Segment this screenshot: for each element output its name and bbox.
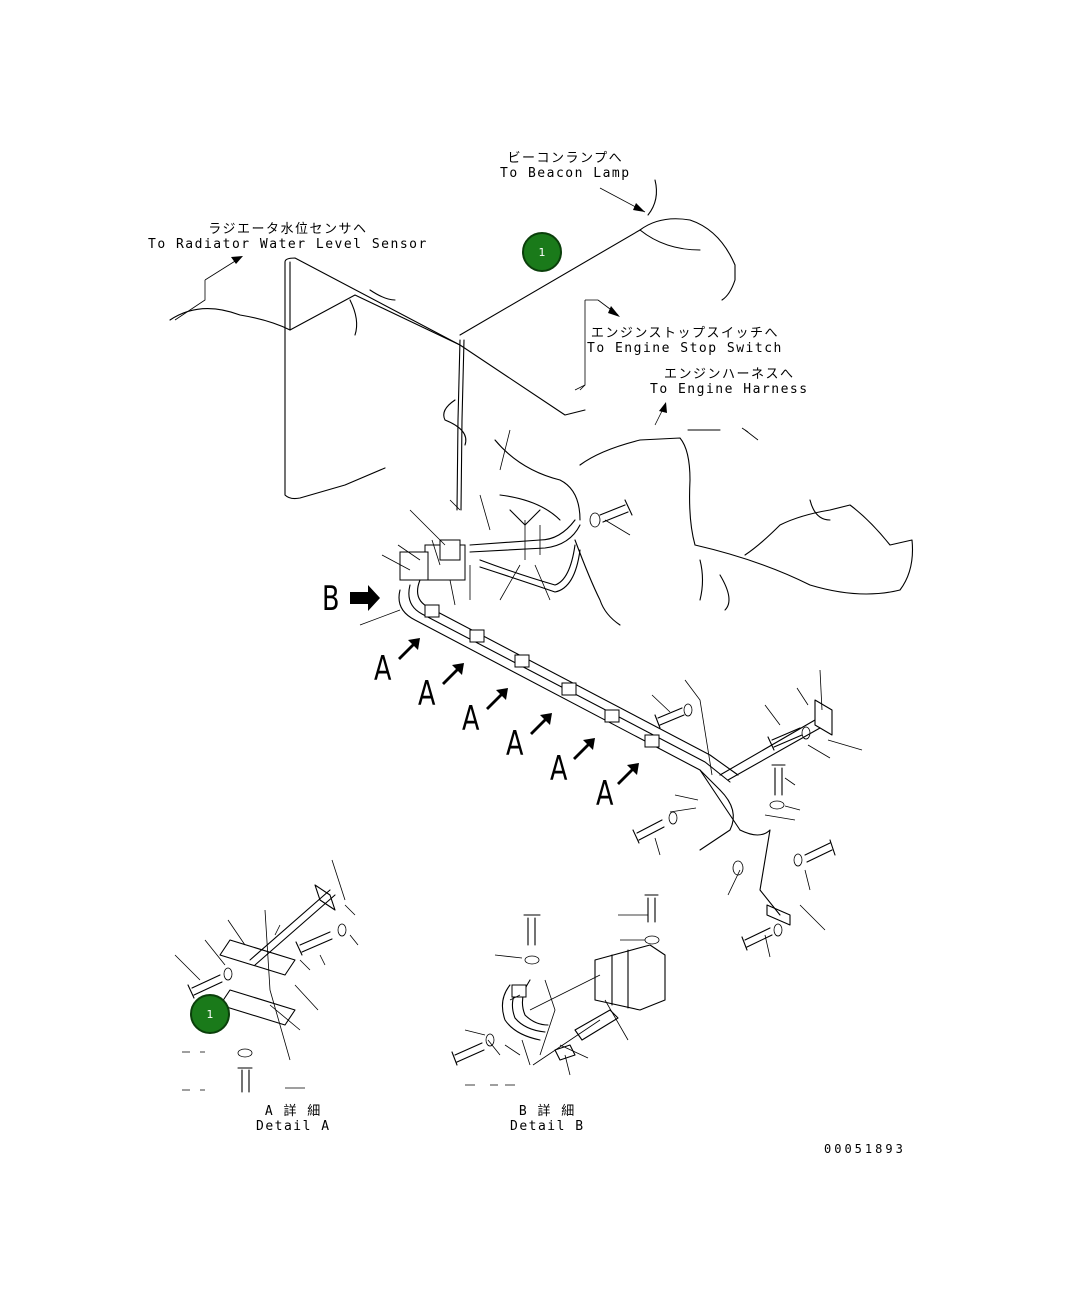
main-assembly-bolts xyxy=(589,499,836,951)
view-marker-a-4: A xyxy=(506,724,524,764)
detail-b-caption: B 詳 細 Detail B xyxy=(510,1104,585,1134)
callout-beacon-lamp: ビーコンランプへ To Beacon Lamp xyxy=(500,151,631,181)
callout-radiator-sensor: ラジエータ水位センサヘ To Radiator Water Level Sens… xyxy=(148,222,428,252)
detail-a-caption-en: Detail A xyxy=(256,1119,331,1134)
harness-lower-rail xyxy=(398,579,821,916)
detail-b-caption-en: Detail B xyxy=(510,1119,585,1134)
view-marker-b: B xyxy=(322,579,340,619)
callout-beacon-lamp-jp: ビーコンランプへ xyxy=(507,151,624,166)
callout-engine-harness-jp: エンジンハーネスへ xyxy=(664,367,795,382)
main-harness-upper xyxy=(169,179,736,511)
callout-engine-harness-en: To Engine Harness xyxy=(650,382,809,397)
view-marker-a-6: A xyxy=(596,774,614,814)
harness-right-branch xyxy=(579,429,914,611)
harness-center-cluster xyxy=(399,439,621,626)
part-badge-1-detail-a[interactable]: 1 xyxy=(190,994,230,1034)
callout-arrows xyxy=(204,187,667,426)
callout-engine-stop-switch: エンジンストップスイッチへ To Engine Stop Switch xyxy=(587,326,783,356)
callout-engine-stop-switch-en: To Engine Stop Switch xyxy=(587,341,783,356)
callout-engine-stop-switch-jp: エンジンストップスイッチへ xyxy=(590,326,780,341)
view-marker-a-3: A xyxy=(462,699,480,739)
part-badge-1-main[interactable]: 1 xyxy=(522,232,562,272)
callout-engine-harness: エンジンハーネスへ To Engine Harness xyxy=(650,367,809,397)
detail-a-drawing xyxy=(174,859,359,1093)
drawing-number: 00051893 xyxy=(824,1142,906,1156)
detail-b-drawing xyxy=(451,894,666,1086)
view-marker-a-2: A xyxy=(418,674,436,714)
view-arrows xyxy=(350,585,639,785)
callout-beacon-lamp-en: To Beacon Lamp xyxy=(500,166,631,181)
callout-radiator-sensor-en: To Radiator Water Level Sensor xyxy=(148,237,428,252)
detail-b-caption-jp: B 詳 細 xyxy=(518,1104,576,1119)
view-marker-a-1: A xyxy=(374,649,392,689)
detail-a-caption-jp: A 詳 細 xyxy=(264,1104,322,1119)
callout-radiator-sensor-jp: ラジエータ水位センサヘ xyxy=(208,222,368,237)
detail-a-caption: A 詳 細 Detail A xyxy=(256,1104,331,1134)
view-marker-a-5: A xyxy=(550,749,568,789)
